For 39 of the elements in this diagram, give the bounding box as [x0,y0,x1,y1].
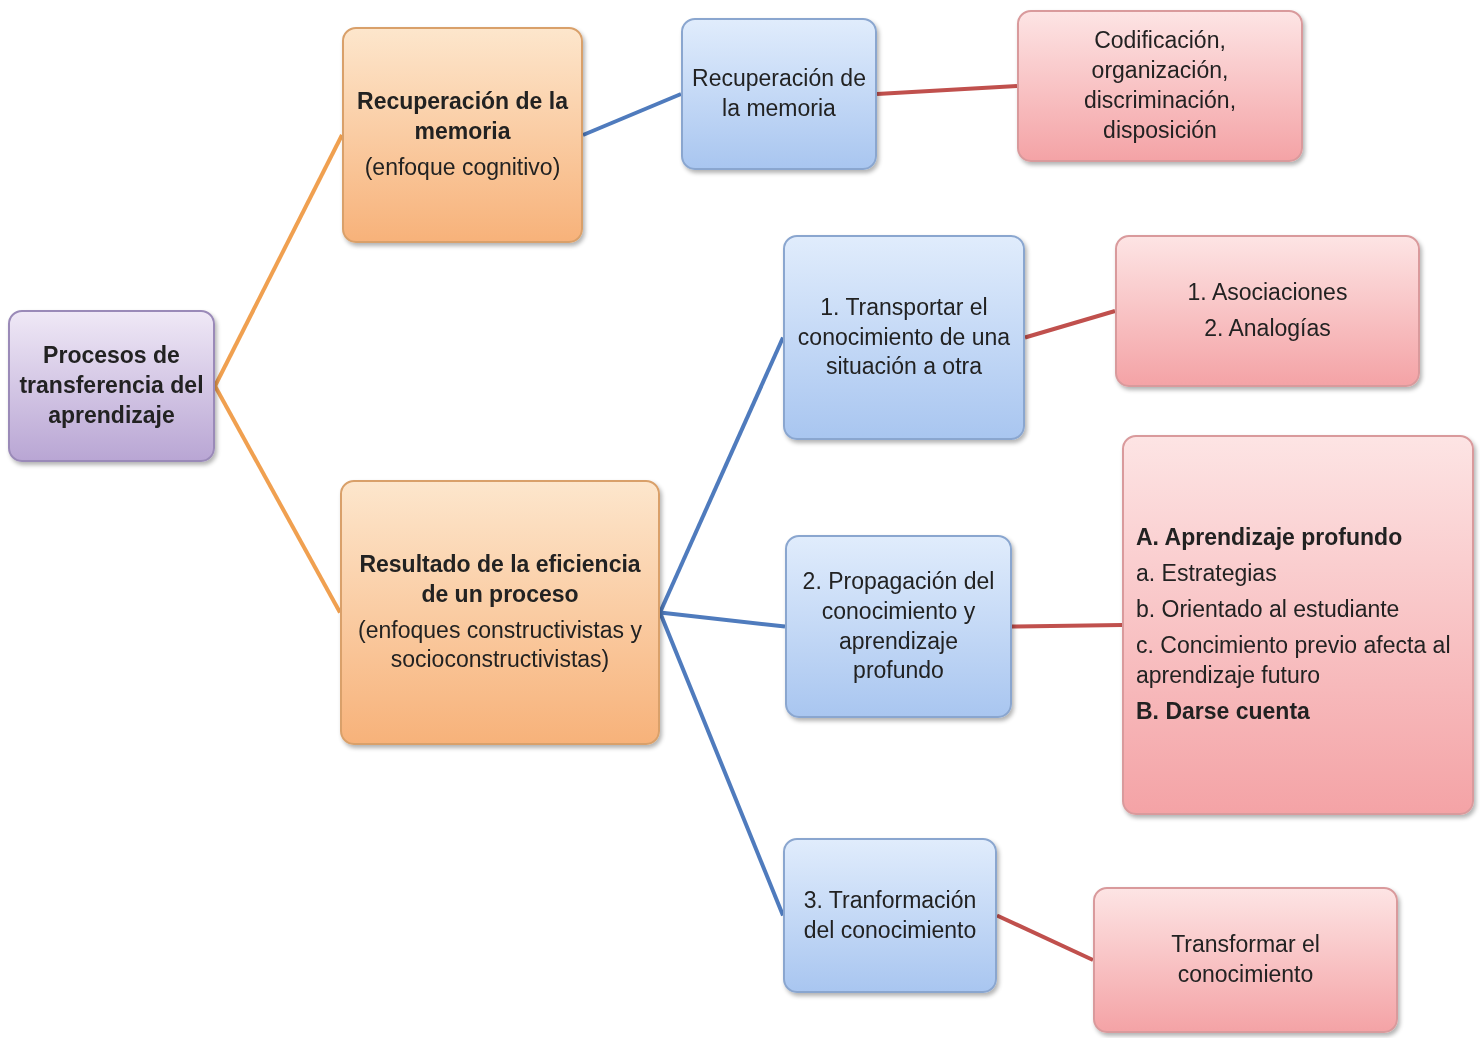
connector-line [582,92,682,137]
connector-line [876,84,1018,96]
heading-text: B. Darse cuenta [1136,696,1310,726]
concept-box [783,235,1025,440]
heading-text: Procesos de transferencia del aprendizaje [18,341,205,430]
concept-box [340,480,660,745]
connector-line [996,913,1094,962]
connector-line [659,610,786,629]
node-text: Codificación, organización, discriminación, disposición [1082,26,1238,145]
concept-box [783,838,997,993]
concept-box [1017,10,1303,162]
heading-text: Resultado de la eficiencia de un proceso [358,549,642,609]
node-text: Recuperación de la memoria [691,64,867,123]
concept-box [785,535,1012,718]
node-text: (enfoques constructivistas y socioconstructivistas) [357,615,643,675]
heading-text: A. Aprendizaje profundo [1136,523,1403,553]
node-text: 1. Asociaciones [1187,278,1348,308]
connector-line [213,385,342,614]
node-text: Transformar el conocimiento [1170,930,1321,989]
connector-line [1024,309,1116,340]
concept-box [1093,887,1398,1033]
connector-line [1011,623,1123,629]
node-text: 3. Tranformación del conocimiento [802,885,978,945]
node-text: 2. Propagación del conocimiento y aprendizaje profundo [801,566,996,686]
connector-line [213,134,344,387]
concept-box [681,18,877,170]
node-text: 1. Transportar el conocimiento de una situación a otra [796,292,1012,382]
node-text: 2. Analogías [1204,314,1331,343]
node-text: a. Estrategias [1136,559,1277,589]
node-text: c. Concimiento previo afecta al aprendizaje futuro [1136,631,1452,690]
connector-line [658,336,785,614]
node-text: b. Orientado al estudiante [1136,595,1400,625]
concept-box [342,27,583,243]
concept-box [1115,235,1420,387]
concept-box [8,310,215,462]
concept-box [1122,435,1474,815]
connector-line [658,611,785,917]
heading-text: Recuperación de la memoria [356,87,570,147]
node-text: (enfoque cognitivo) [364,152,561,182]
